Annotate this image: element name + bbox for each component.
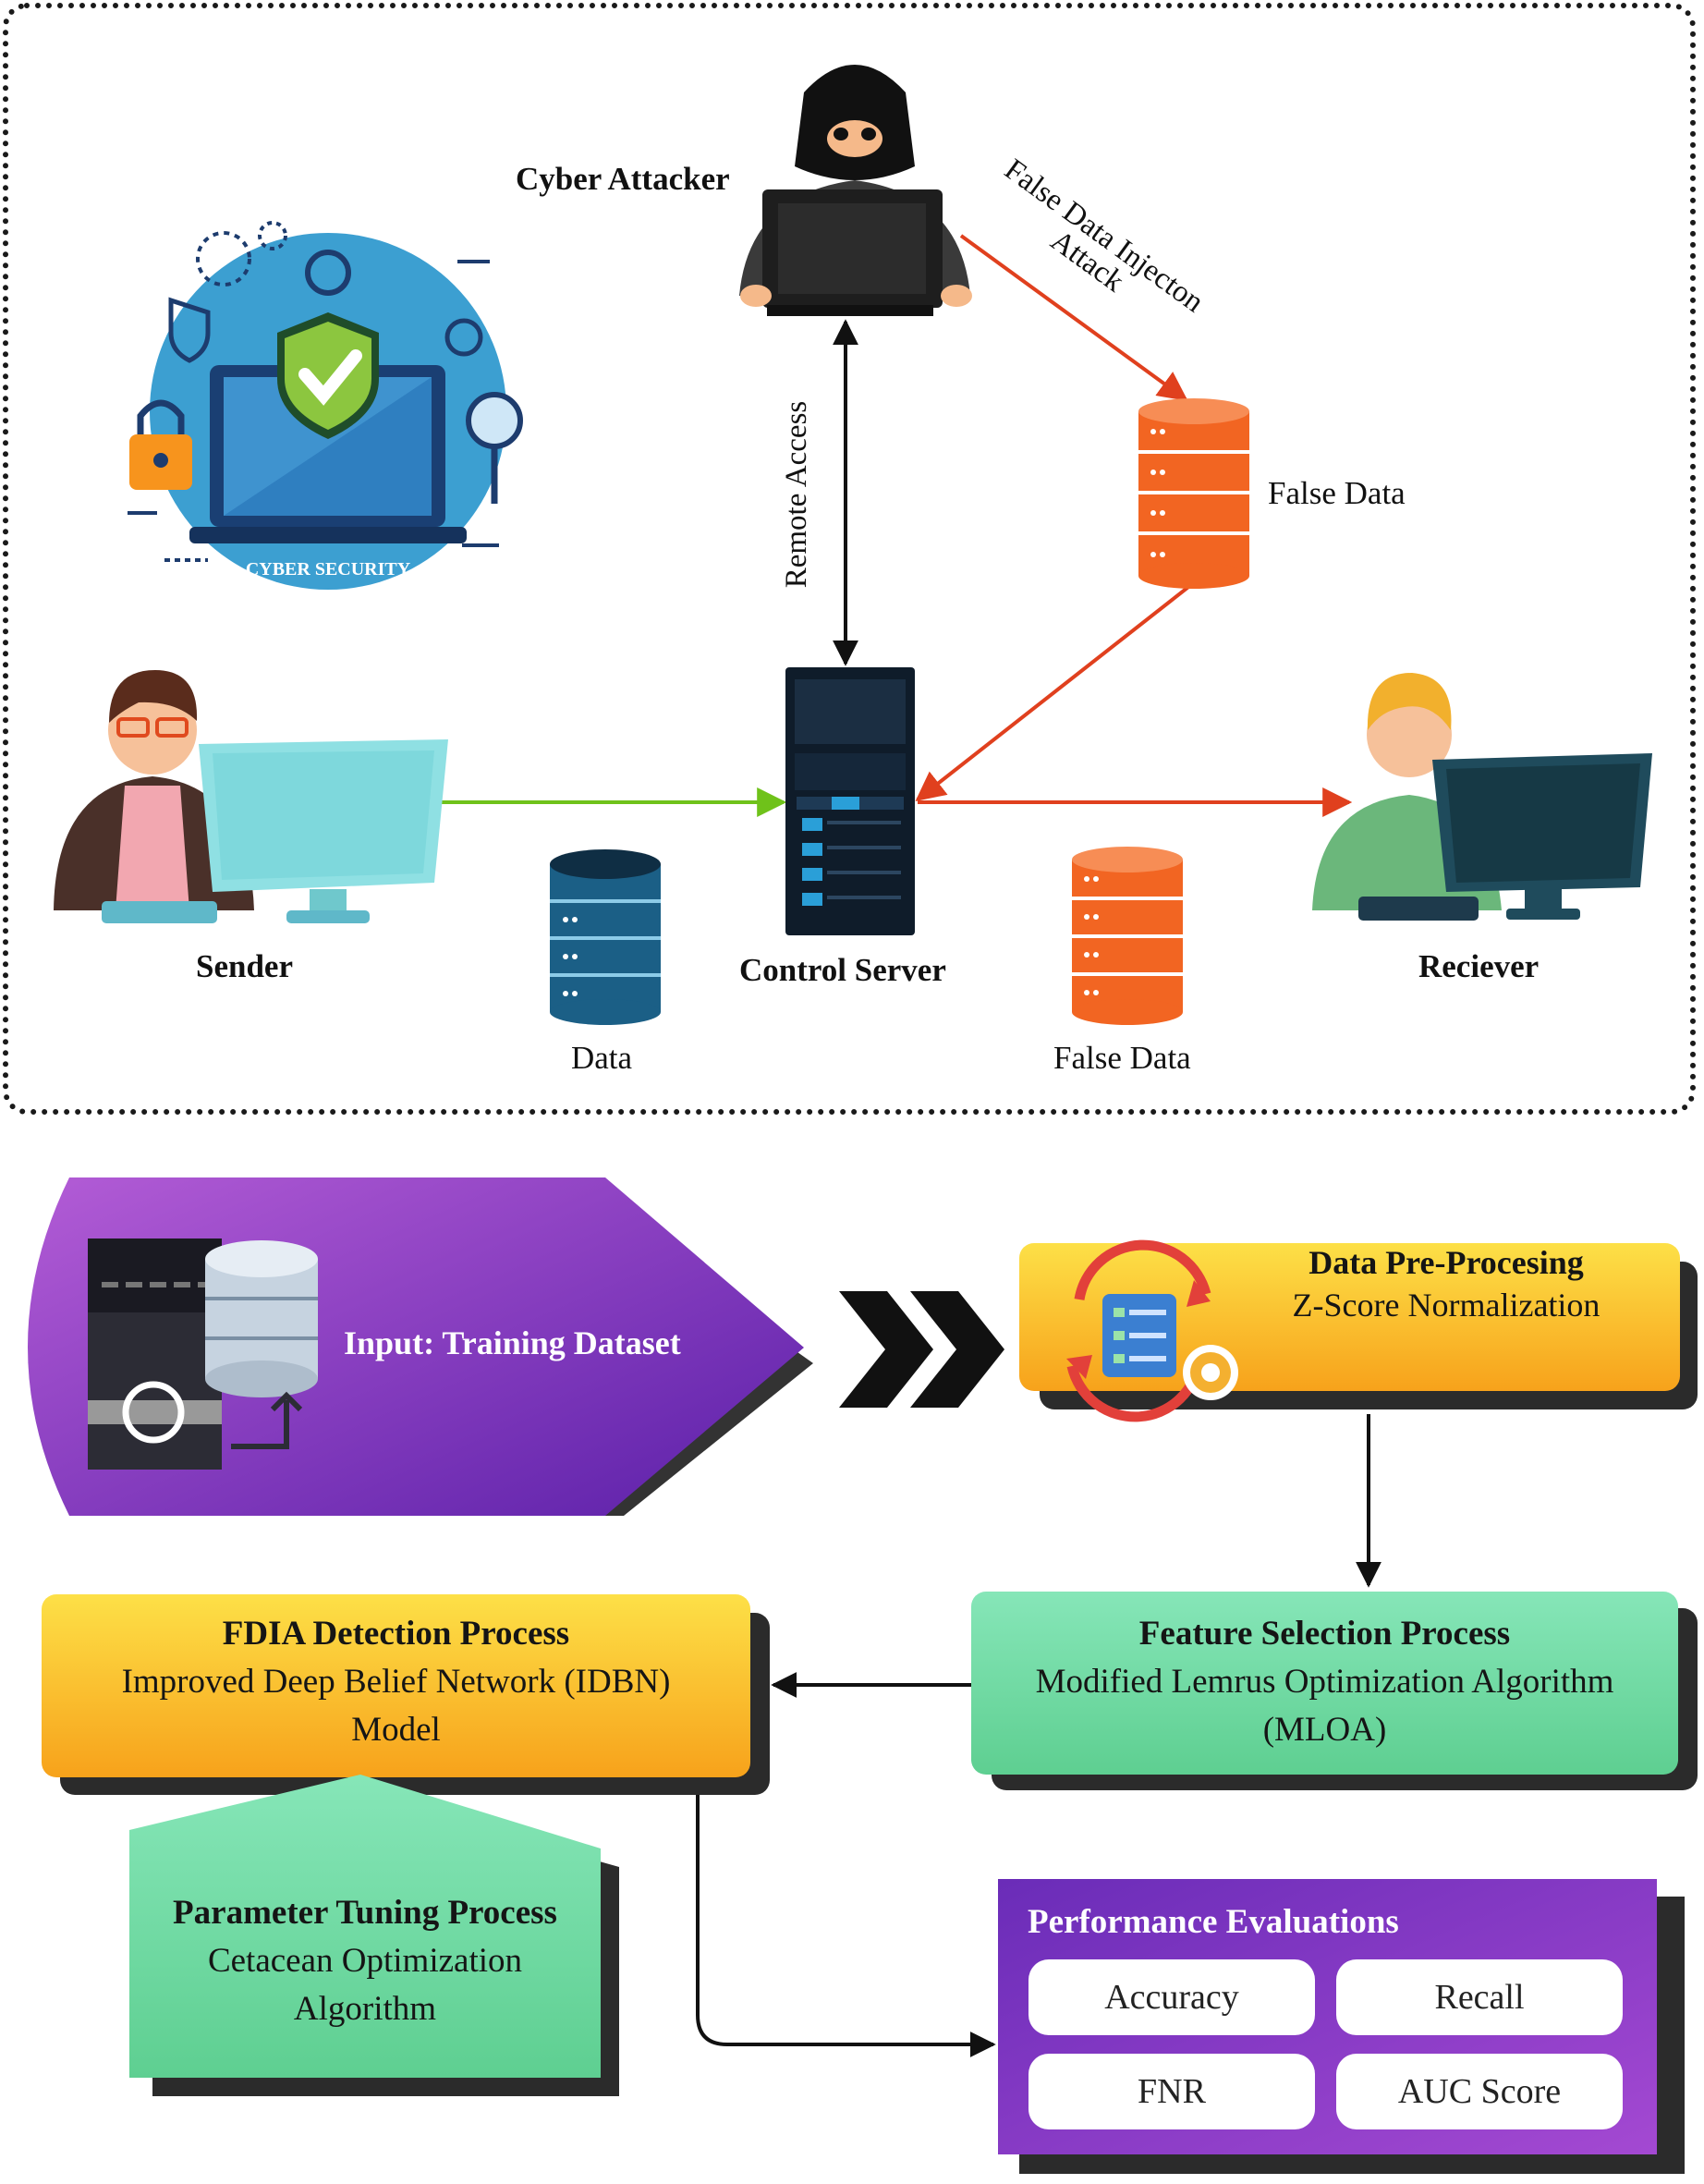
data-label: Data	[571, 1040, 633, 1076]
false-data-database-lower	[1072, 847, 1183, 1025]
false-data-lower-label: False Data	[1053, 1040, 1191, 1076]
feature-selection-text: Feature Selection Process Modified Lemru…	[971, 1610, 1678, 1754]
sender-icon	[54, 670, 448, 923]
control-server-label: Control Server	[739, 952, 946, 988]
feature-selection-line2: (MLOA)	[1262, 1711, 1387, 1749]
metric-accuracy: Accuracy	[1028, 1959, 1315, 2035]
feature-selection-title: Feature Selection Process	[1138, 1615, 1511, 1653]
metric-auc-score: AUC Score	[1336, 2054, 1623, 2129]
feature-selection-box	[971, 1592, 1678, 1775]
false-data-to-server-arrow	[915, 582, 1194, 801]
hacker-icon	[739, 65, 972, 316]
preprocessing-text: Data Pre-Procesing Z-Score Normalization	[1252, 1243, 1640, 1324]
tuning-shape	[129, 1775, 601, 2078]
tuning-line1: Cetacean Optimization	[207, 1942, 523, 1980]
detection-box	[42, 1594, 750, 1777]
attack-label-line1: False Data Injecton	[998, 153, 1210, 319]
cyber-attacker-label: Cyber Attacker	[516, 161, 730, 197]
cyber-security-illustration	[128, 221, 523, 590]
cyber-security-badge-text: CYBER SECURITY	[246, 559, 411, 580]
false-data-upper-label: False Data	[1268, 475, 1406, 511]
tuning-title: Parameter Tuning Process	[173, 1894, 557, 1932]
preprocessing-title: Data Pre-Procesing	[1308, 1244, 1584, 1281]
metric-recall: Recall	[1336, 1959, 1623, 2035]
preprocessing-icon	[1066, 1239, 1238, 1422]
detection-text: FDIA Detection Process Improved Deep Bel…	[42, 1610, 750, 1754]
sender-label: Sender	[196, 948, 293, 984]
preprocessing-subtitle: Z-Score Normalization	[1292, 1287, 1601, 1324]
feature-selection-line1: Modified Lemrus Optimization Algorithm	[1035, 1663, 1614, 1701]
control-server-icon	[785, 667, 915, 935]
flow-chevron-icon	[839, 1291, 1004, 1408]
dataset-server-icon	[88, 1238, 318, 1470]
attack-scenario-graphics: CYBER SECURITY	[54, 65, 1652, 1025]
tuning-text: Parameter Tuning Process Cetacean Optimi…	[129, 1889, 601, 2033]
receiver-label: Reciever	[1418, 948, 1540, 984]
data-database	[550, 849, 661, 1025]
metric-fnr: FNR	[1028, 2054, 1315, 2129]
input-label: Input: Training Dataset	[344, 1324, 681, 1361]
attack-arrow	[959, 234, 1188, 401]
tuning-line2: Algorithm	[293, 1990, 437, 2028]
evaluation-title: Performance Evaluations	[1028, 1903, 1399, 1941]
false-data-database-upper	[1138, 398, 1249, 589]
detection-title: FDIA Detection Process	[222, 1615, 570, 1653]
attack-scenario-panel	[3, 3, 1696, 1115]
preprocessing-box	[1019, 1243, 1680, 1391]
detection-line2: Model	[351, 1711, 441, 1749]
arrow-to-evaluation	[696, 1795, 996, 2057]
remote-access-label: Remote Access	[780, 401, 813, 589]
detection-line1: Improved Deep Belief Network (IDBN)	[121, 1663, 671, 1701]
receiver-icon	[1312, 673, 1652, 921]
